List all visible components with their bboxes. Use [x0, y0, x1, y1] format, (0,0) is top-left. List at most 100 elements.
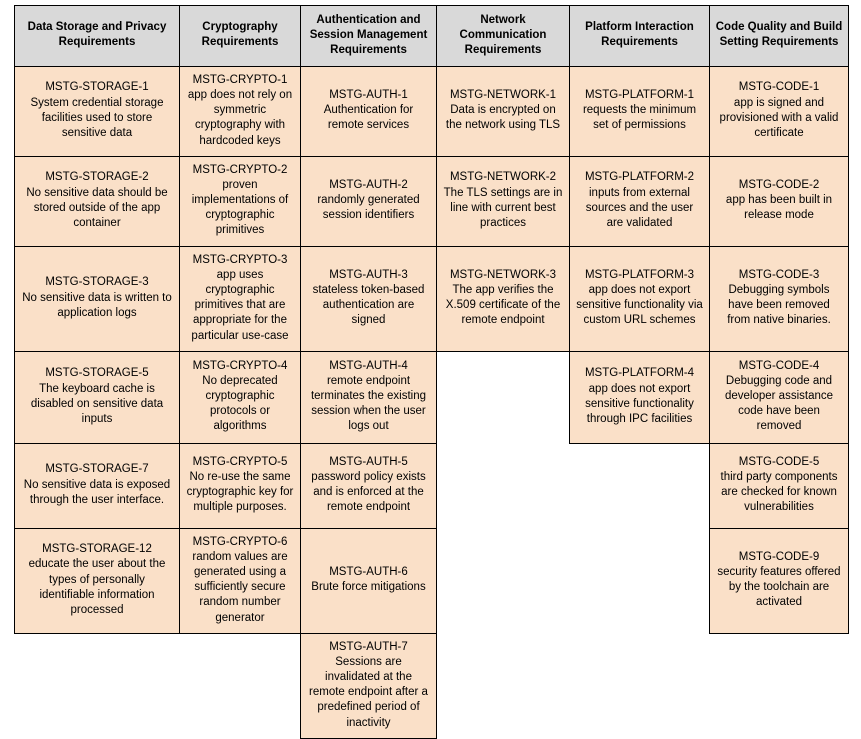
requirement-description: No sensitive data is written to applicat… [22, 291, 172, 319]
column-header-storage: Data Storage and Privacy Requirements [14, 5, 180, 67]
requirement-description: Authentication for remote services [323, 104, 414, 132]
requirement-id: MSTG-AUTH-6 [329, 566, 408, 579]
requirement-id: MSTG-STORAGE-7 [45, 463, 149, 476]
requirement-description: Sessions are invalidated at the remote e… [309, 655, 428, 729]
requirement-id: MSTG-AUTH-7 [329, 640, 408, 653]
requirement-cell-code[interactable]: MSTG-CODE-5 third party components are ch… [709, 442, 849, 529]
requirement-description: No sensitive data should be stored outsi… [26, 186, 168, 229]
column-header-auth: Authentication and Session Management Re… [300, 5, 437, 67]
header-row: Data Storage and Privacy Requirements Cr… [14, 5, 849, 67]
column-header-crypto: Cryptography Requirements [179, 5, 301, 67]
requirement-description: System credential storage facilities use… [30, 96, 164, 139]
table-row: MSTG-STORAGE-3 No sensitive data is writt… [14, 245, 849, 352]
requirement-description: Data is encrypted on the network using T… [445, 104, 561, 132]
matrix-header: Data Storage and Privacy Requirements Cr… [14, 5, 849, 67]
requirement-cell-code[interactable]: MSTG-CODE-2 app has been built in release… [709, 155, 849, 247]
requirement-id: MSTG-CRYPTO-1 [192, 73, 288, 86]
requirement-cell-platform[interactable]: MSTG-PLATFORM-2 inputs from external sour… [569, 155, 710, 247]
requirement-id: MSTG-AUTH-5 [329, 455, 408, 468]
requirement-description: No sensitive data is exposed through the… [23, 478, 171, 506]
requirement-cell-platform[interactable]: MSTG-PLATFORM-1 requests the minimum set … [569, 65, 710, 157]
requirement-id: MSTG-STORAGE-12 [42, 543, 152, 556]
requirement-description: No re-use the same cryptographic key for… [186, 471, 294, 514]
requirement-id: MSTG-AUTH-2 [329, 178, 408, 191]
empty-cell-platform [569, 528, 710, 634]
requirement-cell-auth[interactable]: MSTG-AUTH-4 remote endpoint terminates th… [300, 350, 437, 444]
empty-cell-platform [569, 633, 710, 739]
requirement-cell-crypto[interactable]: MSTG-CRYPTO-5 No re-use the same cryptogr… [179, 442, 301, 529]
requirement-cell-auth[interactable]: MSTG-AUTH-5 password policy exists and is… [300, 442, 437, 529]
requirement-id: MSTG-CODE-3 [738, 268, 820, 281]
requirement-id: MSTG-PLATFORM-2 [584, 171, 695, 184]
requirement-description: inputs from external sources and the use… [585, 186, 694, 229]
requirement-description: app does not rely on symmetric cryptogra… [187, 88, 293, 147]
requirement-description: app does not export sensitive functional… [576, 284, 703, 327]
requirement-id: MSTG-CODE-2 [738, 178, 820, 191]
empty-cell-network [436, 528, 570, 634]
requirement-id: MSTG-NETWORK-3 [449, 268, 557, 281]
requirement-cell-storage[interactable]: MSTG-STORAGE-12 educate the user about th… [14, 527, 180, 634]
requirement-description: stateless token-based authentication are… [312, 284, 425, 327]
requirement-description: password policy exists and is enforced a… [311, 471, 426, 514]
table-row: MSTG-STORAGE-12 educate the user about th… [14, 527, 849, 634]
requirement-id: MSTG-STORAGE-3 [45, 276, 149, 289]
requirement-description: Debugging symbols have been removed from… [727, 284, 831, 327]
requirement-id: MSTG-STORAGE-1 [45, 81, 149, 94]
empty-cell-code [709, 633, 849, 739]
requirement-description: third party components are checked for k… [720, 471, 838, 514]
requirement-description: The app verifies the X.509 certificate o… [445, 284, 561, 327]
requirement-cell-crypto[interactable]: MSTG-CRYPTO-3 app uses cryptographic prim… [179, 245, 301, 352]
requirement-id: MSTG-CRYPTO-6 [192, 535, 288, 548]
requirement-description: security features offered by the toolcha… [717, 566, 841, 609]
column-header-platform: Platform Interaction Requirements [569, 5, 710, 67]
requirement-id: MSTG-AUTH-4 [329, 359, 408, 372]
requirement-id: MSTG-CRYPTO-4 [192, 359, 288, 372]
requirement-description: random values are generated using a suff… [192, 550, 288, 624]
requirement-id: MSTG-CODE-5 [738, 455, 820, 468]
requirement-description: The TLS settings are in line with curren… [443, 186, 563, 229]
requirement-cell-storage[interactable]: MSTG-STORAGE-3 No sensitive data is writt… [14, 245, 180, 352]
requirement-description: requests the minimum set of permissions [582, 104, 697, 132]
requirement-cell-crypto[interactable]: MSTG-CRYPTO-1 app does not rely on symmet… [179, 65, 301, 157]
requirement-id: MSTG-NETWORK-1 [449, 88, 557, 101]
requirements-matrix-table: Data Storage and Privacy Requirements Cr… [14, 5, 849, 739]
requirement-id: MSTG-CRYPTO-5 [192, 455, 288, 468]
requirement-id: MSTG-PLATFORM-1 [584, 88, 695, 101]
requirement-id: MSTG-NETWORK-2 [449, 171, 557, 184]
requirement-cell-storage[interactable]: MSTG-STORAGE-7 No sensitive data is expos… [14, 442, 180, 529]
requirement-id: MSTG-CRYPTO-3 [192, 253, 288, 266]
column-header-network: Network Communication Requirements [436, 5, 570, 67]
requirement-description: Brute force mitigations [311, 581, 426, 594]
requirement-description: app has been built in release mode [725, 194, 833, 222]
requirement-id: MSTG-CODE-4 [738, 359, 820, 372]
requirement-description: remote endpoint terminates the existing … [310, 374, 427, 433]
requirement-description: app does not export sensitive functional… [585, 382, 694, 425]
requirement-description: educate the user about the types of pers… [28, 558, 166, 616]
requirement-id: MSTG-CODE-1 [738, 81, 820, 94]
requirement-description: app uses cryptographic primitives that a… [191, 268, 289, 342]
requirement-cell-crypto[interactable]: MSTG-CRYPTO-6 random values are generated… [179, 527, 301, 634]
